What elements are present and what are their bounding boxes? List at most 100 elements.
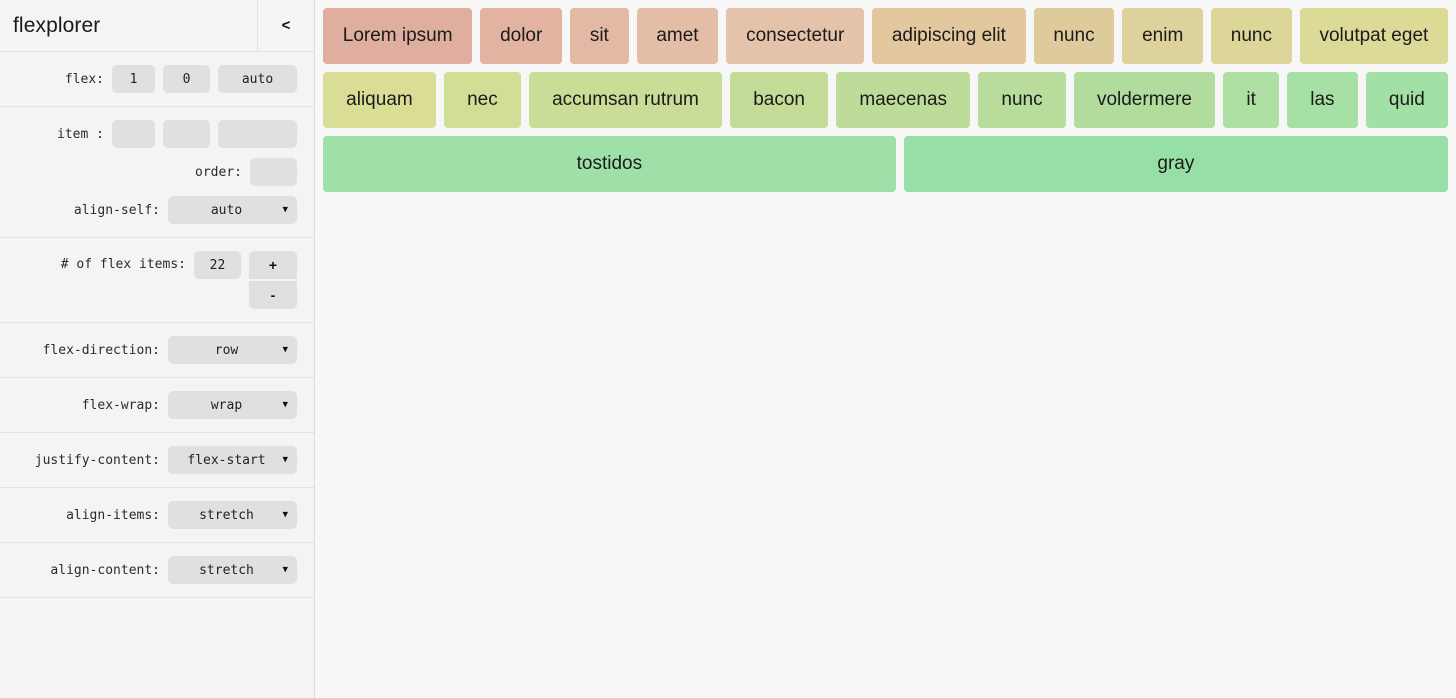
- flex-item[interactable]: dolor: [480, 8, 563, 64]
- flex-item-label: voldermere: [1096, 89, 1192, 110]
- flex-item-label: nec: [467, 89, 498, 110]
- align-content-select-wrap: stretch▾: [168, 556, 297, 584]
- flex-wrap-select-wrap: wrap▾: [168, 391, 297, 419]
- flex-item-label: nunc: [1053, 25, 1095, 46]
- flex-item-label: aliquam: [346, 89, 413, 110]
- flex-direction-select[interactable]: row: [168, 336, 297, 364]
- flex-wrap-select[interactable]: wrap: [168, 391, 297, 419]
- item-count-label: # of flex items:: [60, 257, 186, 272]
- flex-item[interactable]: it: [1223, 72, 1280, 128]
- preview-area: Lorem ipsum dolor sit amet consectetur adipis…: [315, 0, 1456, 698]
- flex-item[interactable]: Lorem ipsum: [323, 8, 473, 64]
- align-items-select[interactable]: stretch: [168, 501, 297, 529]
- item-extra-input[interactable]: [218, 120, 297, 148]
- increment-items-button[interactable]: +: [249, 251, 297, 279]
- decrement-items-button[interactable]: -: [249, 281, 297, 309]
- flex-item-label: it: [1246, 89, 1256, 110]
- align-self-select-wrap: auto ▾: [168, 196, 297, 224]
- flex-item-label: enim: [1142, 25, 1184, 46]
- flex-item-label: gray: [1157, 153, 1195, 174]
- container-properties: flex-direction: row▾ flex-wrap: wrap▾ justif…: [0, 323, 314, 598]
- flex-direction-select-wrap: row▾: [168, 336, 297, 364]
- section-flex-direction: flex-direction: row▾: [0, 323, 314, 378]
- flex-item-label: bacon: [753, 89, 805, 110]
- item-count-row: # of flex items: + -: [0, 251, 297, 309]
- flex-item-label: quid: [1388, 89, 1425, 110]
- justify-content-select[interactable]: flex-start: [168, 446, 297, 474]
- flex-item-label: volutpat eget: [1319, 25, 1429, 46]
- section-flex-wrap: flex-wrap: wrap▾: [0, 378, 314, 433]
- section-justify-content: justify-content:flex-start▾: [0, 433, 314, 488]
- flex-item[interactable]: gray: [903, 136, 1449, 192]
- justify-content-row: justify-content:flex-start▾: [0, 446, 297, 474]
- flex-item-label: Lorem ipsum: [342, 25, 453, 46]
- flex-item[interactable]: nunc: [978, 72, 1066, 128]
- flex-item[interactable]: amet: [636, 8, 719, 64]
- align-self-row: align-self: auto ▾: [0, 196, 297, 224]
- app-title: flexplorer: [13, 13, 101, 37]
- flex-item[interactable]: volutpat eget: [1299, 8, 1449, 64]
- flex-item[interactable]: voldermere: [1073, 72, 1216, 128]
- flex-item[interactable]: nunc: [1211, 8, 1292, 64]
- order-label: order:: [195, 164, 242, 180]
- flex-item-label: consectetur: [746, 25, 845, 46]
- sidebar-header: flexplorer <: [0, 0, 314, 52]
- align-content-label: align-content:: [50, 562, 160, 578]
- item-count-input[interactable]: [194, 251, 241, 279]
- item-label: item :: [57, 126, 104, 142]
- flex-shrink-input[interactable]: [163, 65, 210, 93]
- flex-item[interactable]: quid: [1365, 72, 1448, 128]
- align-items-select-wrap: stretch▾: [168, 501, 297, 529]
- flex-item-label: nunc: [1001, 89, 1043, 110]
- flex-item[interactable]: enim: [1122, 8, 1204, 64]
- flex-item[interactable]: nunc: [1033, 8, 1115, 64]
- align-self-label: align-self:: [73, 202, 160, 218]
- flex-item-label: amet: [656, 25, 699, 46]
- align-items-row: align-items: stretch▾: [0, 501, 297, 529]
- flex-item-label: tostidos: [576, 153, 643, 174]
- flex-item[interactable]: consectetur: [726, 8, 865, 64]
- chevron-left-icon: <: [281, 17, 291, 34]
- flex-shorthand-row: flex:: [0, 65, 297, 93]
- flex-label: flex:: [64, 71, 104, 87]
- flex-item[interactable]: adipiscing elit: [872, 8, 1026, 64]
- flex-item[interactable]: bacon: [730, 72, 829, 128]
- section-item-properties: item : order: align-self: auto ▾: [0, 107, 314, 238]
- controls-sidebar: flexplorer < flex: item : order:: [0, 0, 315, 698]
- flex-container: Lorem ipsum dolor sit amet consectetur adipis…: [323, 8, 1449, 192]
- flex-basis-input[interactable]: [218, 65, 297, 93]
- sidebar-collapse-button[interactable]: <: [257, 0, 314, 51]
- flex-item-label: sit: [589, 25, 609, 46]
- item-count-stepper: + -: [249, 251, 297, 309]
- flex-direction-label: flex-direction:: [42, 342, 160, 358]
- flex-item[interactable]: nec: [443, 72, 521, 128]
- flex-wrap-label: flex-wrap:: [81, 397, 160, 413]
- justify-content-select-wrap: flex-start▾: [168, 446, 297, 474]
- flex-item[interactable]: tostidos: [323, 136, 896, 192]
- align-content-row: align-content: stretch▾: [0, 556, 297, 584]
- section-flex-shorthand: flex:: [0, 52, 314, 107]
- section-align-items: align-items: stretch▾: [0, 488, 314, 543]
- item-dimensions-row: item :: [0, 120, 297, 148]
- align-items-label: align-items:: [66, 507, 160, 523]
- item-height-input[interactable]: [163, 120, 210, 148]
- flex-item-label: accumsan rutrum: [552, 89, 699, 110]
- flex-item[interactable]: aliquam: [323, 72, 436, 128]
- flex-item[interactable]: las: [1287, 72, 1358, 128]
- flex-item[interactable]: accumsan rutrum: [528, 72, 723, 128]
- section-align-content: align-content: stretch▾: [0, 543, 314, 598]
- flex-wrap-row: flex-wrap: wrap▾: [0, 391, 297, 419]
- order-input[interactable]: [250, 158, 297, 186]
- align-content-select[interactable]: stretch: [168, 556, 297, 584]
- flex-item[interactable]: sit: [570, 8, 629, 64]
- flex-item-label: nunc: [1230, 25, 1272, 46]
- flex-grow-input[interactable]: [112, 65, 155, 93]
- item-width-input[interactable]: [112, 120, 155, 148]
- flex-item-label: dolor: [500, 25, 543, 46]
- flex-item[interactable]: maecenas: [836, 72, 971, 128]
- order-row: order:: [0, 158, 297, 186]
- align-self-select[interactable]: auto: [168, 196, 297, 224]
- section-item-count: # of flex items: + -: [0, 238, 314, 323]
- flex-item-label: maecenas: [859, 89, 948, 110]
